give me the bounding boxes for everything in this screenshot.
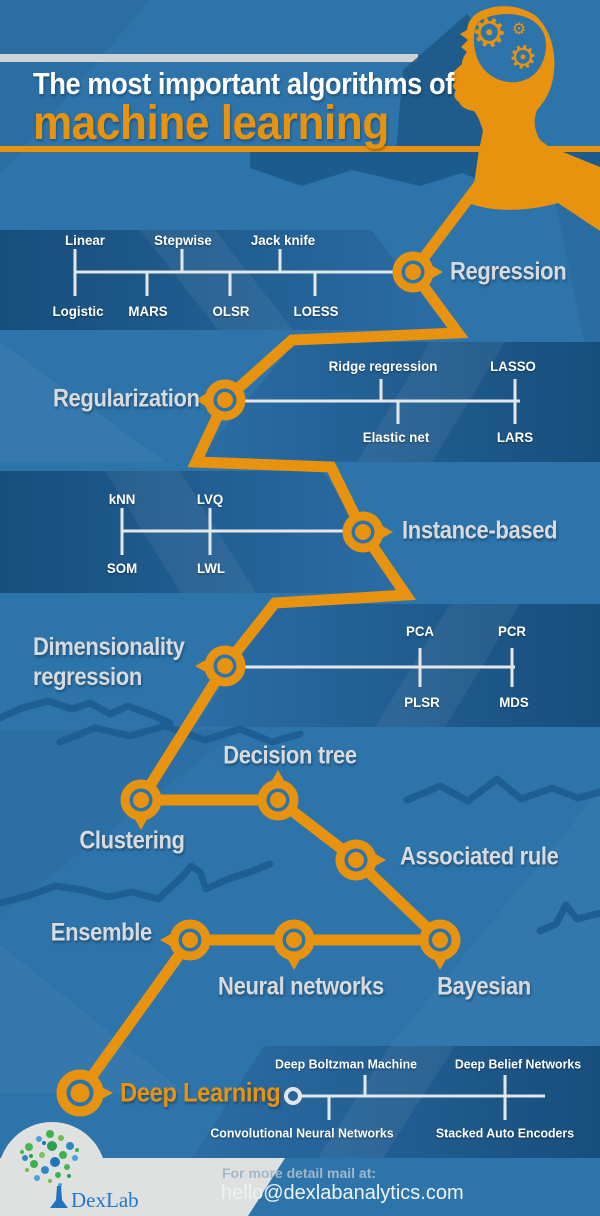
algo-linear: Linear	[65, 232, 105, 248]
algo-ridge-regression: Ridge regression	[328, 358, 438, 374]
algo-pcr: PCR	[497, 623, 527, 639]
flow-path	[75, 142, 513, 1097]
label-bayesian: Bayesian	[437, 972, 531, 1001]
timeline-deep-learning	[301, 1075, 545, 1120]
header-gray-bar	[0, 54, 418, 62]
algo-stepwise: Stepwise	[154, 232, 212, 248]
node-dimensionality	[195, 645, 246, 687]
label-neural-networks: Neural networks	[218, 972, 384, 1001]
algo-deep-boltzman-machine: Deep Boltzman Machine	[274, 1056, 418, 1072]
logo-trunk	[50, 1186, 68, 1208]
algo-mars: MARS	[128, 303, 168, 319]
algo-deep-belief-networks: Deep Belief Networks	[454, 1056, 582, 1072]
label-deep-learning: Deep Learning	[120, 1077, 281, 1108]
title-line-2: machine learning	[33, 97, 389, 150]
deep-learning-connector-ring	[284, 1087, 302, 1105]
label-regularization: Regularization	[53, 384, 200, 413]
gear-icon: ⚙	[505, 36, 540, 78]
footer-note: For more detail mail at:	[222, 1165, 377, 1181]
timeline-regularization	[225, 379, 520, 424]
algo-lvq: LVQ	[196, 491, 224, 507]
label-instance-based: Instance-based	[402, 516, 558, 545]
band-deep-learning	[192, 1046, 600, 1158]
node-deep-learning	[56, 1069, 113, 1117]
label-ensemble: Ensemble	[50, 918, 152, 947]
footer-email[interactable]: hello@dexlabanalytics.com	[221, 1182, 464, 1204]
band-regression	[0, 230, 449, 330]
title-line-1: The most important algorithms of	[33, 66, 454, 101]
brand-logo	[20, 1130, 79, 1208]
label-clustering: Clustering	[79, 826, 185, 855]
timeline-regression	[73, 249, 413, 296]
algo-lars: LARS	[496, 429, 534, 445]
algo-olsr: OLSR	[212, 303, 250, 319]
algo-knn: kNN	[108, 491, 136, 507]
algo-lwl: LWL	[196, 560, 226, 576]
label-dimensionality: Dimensionality regression	[33, 632, 185, 692]
label-associated-rule: Associated rule	[400, 842, 559, 871]
gear-icon: ⚙	[512, 19, 526, 38]
algo-plsr: PLSR	[404, 694, 440, 710]
algo-pca: PCA	[405, 623, 435, 639]
header-rule	[0, 146, 600, 152]
node-regularization	[195, 379, 246, 421]
node-decision-tree	[257, 770, 299, 821]
node-bayesian	[419, 919, 461, 970]
label-dimensionality-line2: regression	[33, 663, 142, 691]
node-associated-rule	[335, 839, 386, 881]
brand-name: DexLab	[71, 1188, 139, 1212]
node-instance-based	[342, 511, 393, 553]
algo-mds: MDS	[499, 694, 529, 710]
algo-loess: LOESS	[293, 303, 339, 319]
node-neural-networks	[273, 919, 315, 970]
category-bands	[0, 230, 600, 1158]
algo-convolutional-neural-networks: Convolutional Neural Networks	[210, 1125, 394, 1141]
timeline-dimensionality	[225, 648, 515, 687]
timeline-instance-based	[120, 508, 363, 555]
algo-logistic: Logistic	[52, 303, 104, 319]
node-clustering	[120, 779, 162, 830]
algo-stacked-auto-encoders: Stacked Auto Encoders	[435, 1125, 575, 1141]
label-dimensionality-line1: Dimensionality	[33, 633, 185, 661]
node-regression	[392, 251, 443, 293]
label-decision-tree: Decision tree	[223, 741, 357, 770]
algo-jack-knife: Jack knife	[250, 232, 316, 248]
brain-area	[473, 13, 546, 83]
algo-som: SOM	[106, 560, 138, 576]
algo-elastic-net: Elastic net	[362, 429, 430, 445]
head-illustration	[450, 6, 600, 232]
algo-lasso: LASSO	[490, 358, 536, 374]
label-regression: Regression	[450, 257, 567, 286]
node-ensemble	[160, 919, 211, 961]
